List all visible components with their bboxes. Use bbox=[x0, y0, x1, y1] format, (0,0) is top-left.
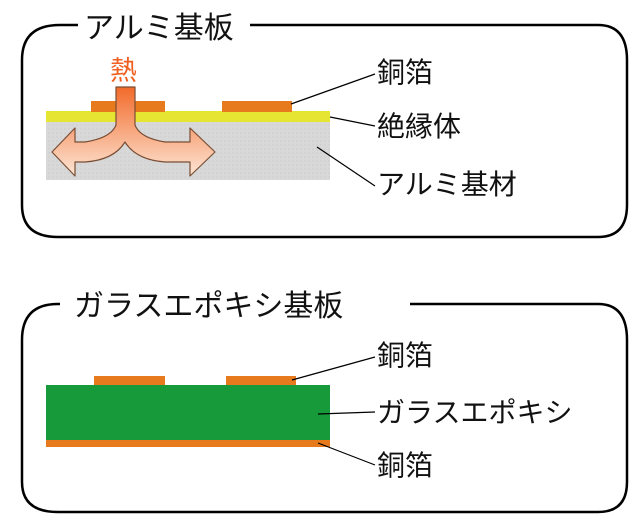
base-leader-line bbox=[316, 146, 376, 187]
copper-pad-left bbox=[94, 376, 165, 386]
copper-bottom-layer bbox=[46, 440, 330, 447]
insulator-layer bbox=[46, 111, 330, 122]
glass-epoxy-board-panel: ガラスエポキシ基板 銅箔 ガラスエポキシ 銅箔 bbox=[20, 289, 629, 514]
copper-pad-right bbox=[222, 101, 292, 112]
aluminum-base-label: アルミ基材 bbox=[377, 168, 517, 201]
copper-top-leader-line bbox=[291, 356, 376, 381]
glass-epoxy-panel-frame bbox=[20, 302, 629, 514]
aluminum-board-panel: アルミ基板 熱 銅箔 絶縁体 アルミ基材 bbox=[20, 11, 629, 239]
copper-foil-label: 銅箔 bbox=[377, 56, 433, 89]
glass-epoxy-panel-title: ガラスエポキシ基板 bbox=[74, 289, 343, 324]
aluminum-panel-title: アルミ基板 bbox=[84, 11, 234, 46]
glass-epoxy-label: ガラスエポキシ bbox=[377, 396, 572, 429]
heat-label: 熱 bbox=[110, 56, 137, 87]
insulator-label: 絶縁体 bbox=[377, 110, 461, 143]
copper-pad-right bbox=[226, 376, 296, 386]
copper-foil-top-label: 銅箔 bbox=[377, 339, 433, 372]
aluminum-panel-frame bbox=[20, 23, 629, 239]
heat-spread-arrow bbox=[51, 86, 216, 177]
copper-foil-bottom-label: 銅箔 bbox=[377, 449, 433, 482]
copper-bottom-leader-line bbox=[317, 442, 376, 466]
glass-epoxy-core-layer bbox=[46, 385, 330, 440]
core-leader-line bbox=[317, 411, 376, 415]
copper-leader-line bbox=[290, 73, 376, 105]
insulator-leader-line bbox=[329, 116, 376, 127]
